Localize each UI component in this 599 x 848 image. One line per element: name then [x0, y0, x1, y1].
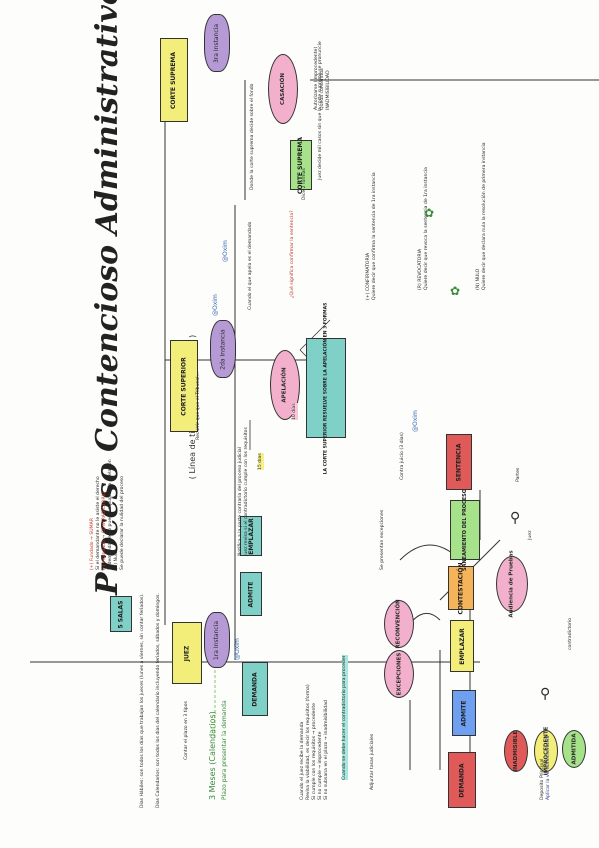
clover-icon: ✿ — [424, 206, 435, 220]
note-suprema-options: Autorizarse (improcedente) Queda consent… — [314, 46, 331, 110]
cloud-segunda-instancia: 2da Instancia — [210, 320, 236, 378]
flow-partes: Partes — [516, 467, 521, 482]
note-plazo-presentar: Plazo para presentar la demanda — [221, 700, 228, 800]
note-dias-calendarios: Días Calendarios: son todos los días del… — [156, 593, 161, 808]
ellipse-audiencia: Audiencia de Pruebas — [496, 550, 528, 618]
flow-juez: Juez — [528, 530, 533, 540]
box-flow-emplazar: EMPLAZAR — [450, 620, 474, 672]
cloud-primera-instancia: 1ra Instancia — [204, 612, 230, 668]
flow-que-se-presenta: Se presentan excepciones — [380, 509, 385, 570]
box-flow-saneamiento: SANEAMIENTO DEL PROCESO — [450, 489, 480, 571]
watermark-5: @Oxim — [222, 240, 229, 262]
note-fondo: ¿Qué significa confirmar la sentencia? — [290, 210, 295, 298]
note-revocar: (R) REVOCATORIA Quiere decir que revoca … — [418, 167, 429, 290]
box-corte-suprema: CORTE SUPREMA — [160, 38, 188, 122]
note-contar: Contar el plazo en 3 tipos — [184, 701, 189, 760]
box-demanda: DEMANDA — [242, 662, 268, 716]
ellipse-excepciones: EXCEPCIONES — [384, 650, 414, 698]
note-notifica: Notifica a la parte contraria del proces… — [238, 427, 249, 556]
note-dias-10: 10 días — [292, 403, 298, 420]
box-corte-suprema-resuelve: CORTE SUPREMA — [290, 136, 312, 194]
box-flow-contestacion: CONTESTACIÓN — [448, 562, 474, 614]
note-sorprendente: Cuando se debe hacer el contradictorio p… — [342, 655, 348, 780]
ellipse-inadmisible: INADMISIBLE — [504, 730, 528, 772]
box-corte-superior-resuelve: LA CORTE SUPERIOR RESUELVE SOBRE LA APEL… — [306, 302, 346, 474]
watermark-2: @Oxim — [234, 638, 241, 660]
note-confirmar: (+) CONFIRMATORIA Quiere decir que confi… — [366, 172, 377, 300]
box-admite: ADMITE — [240, 572, 262, 616]
note-admite: Cuando el juez recibe la demanda Revisa … — [300, 684, 329, 800]
ellipse-casacion: CASACIÓN — [268, 54, 298, 124]
note-dias-habiles: Días Hábiles: son todos los días que tra… — [140, 593, 145, 808]
clover-icon-2: ✿ — [450, 284, 461, 298]
watermark-4: @Oxim — [212, 294, 219, 316]
flow-deposito: Deposito Principal Aplicar la vía admini… — [540, 735, 551, 800]
box-cinco-salas: 5 SALAS — [110, 596, 132, 632]
note-apelacion: Cuando el que apela es el demandado — [248, 221, 253, 310]
box-juez: JUEZ — [172, 622, 202, 684]
flow-adjuntar: Adjuntar tasas judiciales — [370, 733, 375, 790]
box-flow-sentencia: SENTENCIA — [446, 434, 472, 490]
flow-contradictorio: contradictorio — [568, 617, 573, 650]
note-dias-15: 15 días — [258, 453, 264, 470]
note-tres-meses: 3 Meses (Calendarios) — [208, 711, 217, 800]
note-nulo-sup: (N) NULO Quiere decir que declara nula l… — [476, 142, 487, 290]
note-casacion: Donde la corte suprema decide sobre el f… — [250, 83, 255, 190]
person-icon: ⚲ — [540, 686, 551, 702]
box-emplazar: EMPLAZAR — [240, 516, 262, 556]
note-fundado: (+) Fundado → SUMAR Si el demandante no … — [90, 459, 125, 570]
box-flow-calificacion: ADMITE — [452, 690, 476, 736]
note-corte-sup: Dice 2 formas — [302, 168, 307, 200]
flow-contra-juicio: Contra juicio (3 días) — [400, 432, 405, 480]
ellipse-reconvencion: RECONVENCIÓN — [384, 599, 414, 649]
box-corte-superior: CORTE SUPERIOR — [170, 340, 198, 432]
person-icon-2: ⚲ — [510, 510, 521, 526]
note-recurrir: Recurrir que que el Tribunal... — [196, 372, 201, 440]
cloud-tercera-instancia: 3ra Instancia — [204, 14, 230, 72]
box-flow-demanda: DEMANDA — [448, 752, 476, 808]
watermark-3: @Oxim — [412, 410, 419, 432]
ellipse-improcedente: IMPROCEDENTE — [534, 727, 558, 775]
ellipse-admisible: ADMITIDA — [562, 730, 586, 768]
